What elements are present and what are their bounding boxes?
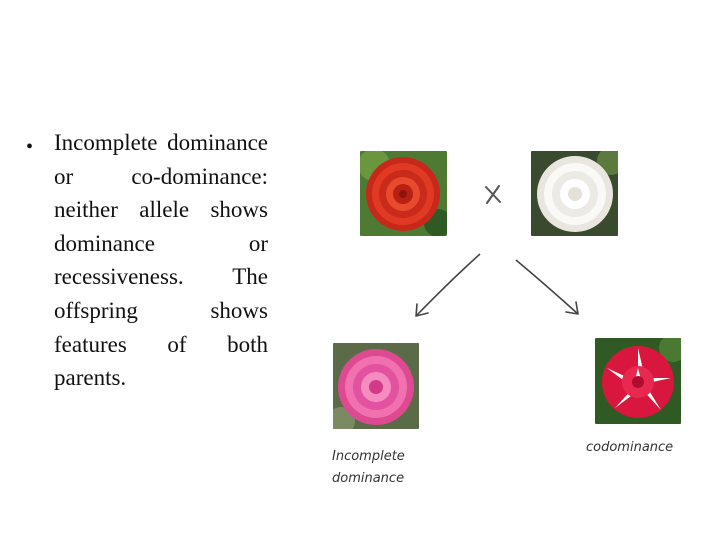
white-camellia-photo bbox=[531, 151, 618, 236]
incomplete-label-line2: dominance bbox=[332, 471, 405, 486]
codominance-label: codominance bbox=[586, 440, 674, 455]
cross-mark-icon bbox=[485, 185, 501, 204]
incomplete-label-line1: Incomplete bbox=[332, 449, 405, 464]
red-camellia-photo bbox=[360, 151, 447, 236]
bullet-marker: • bbox=[26, 136, 34, 158]
bullet-text: Incomplete dominance or co-dominance: ne… bbox=[54, 130, 268, 391]
arrow-right-down-icon bbox=[515, 259, 579, 315]
pink-camellia-photo bbox=[333, 343, 419, 429]
arrow-left-down-icon bbox=[415, 253, 481, 317]
incomplete-dominance-label: Incomplete dominance bbox=[332, 449, 405, 487]
variegated-camellia-photo bbox=[595, 338, 681, 424]
bullet-point: • Incomplete dominance or co-dominance: … bbox=[26, 126, 268, 395]
